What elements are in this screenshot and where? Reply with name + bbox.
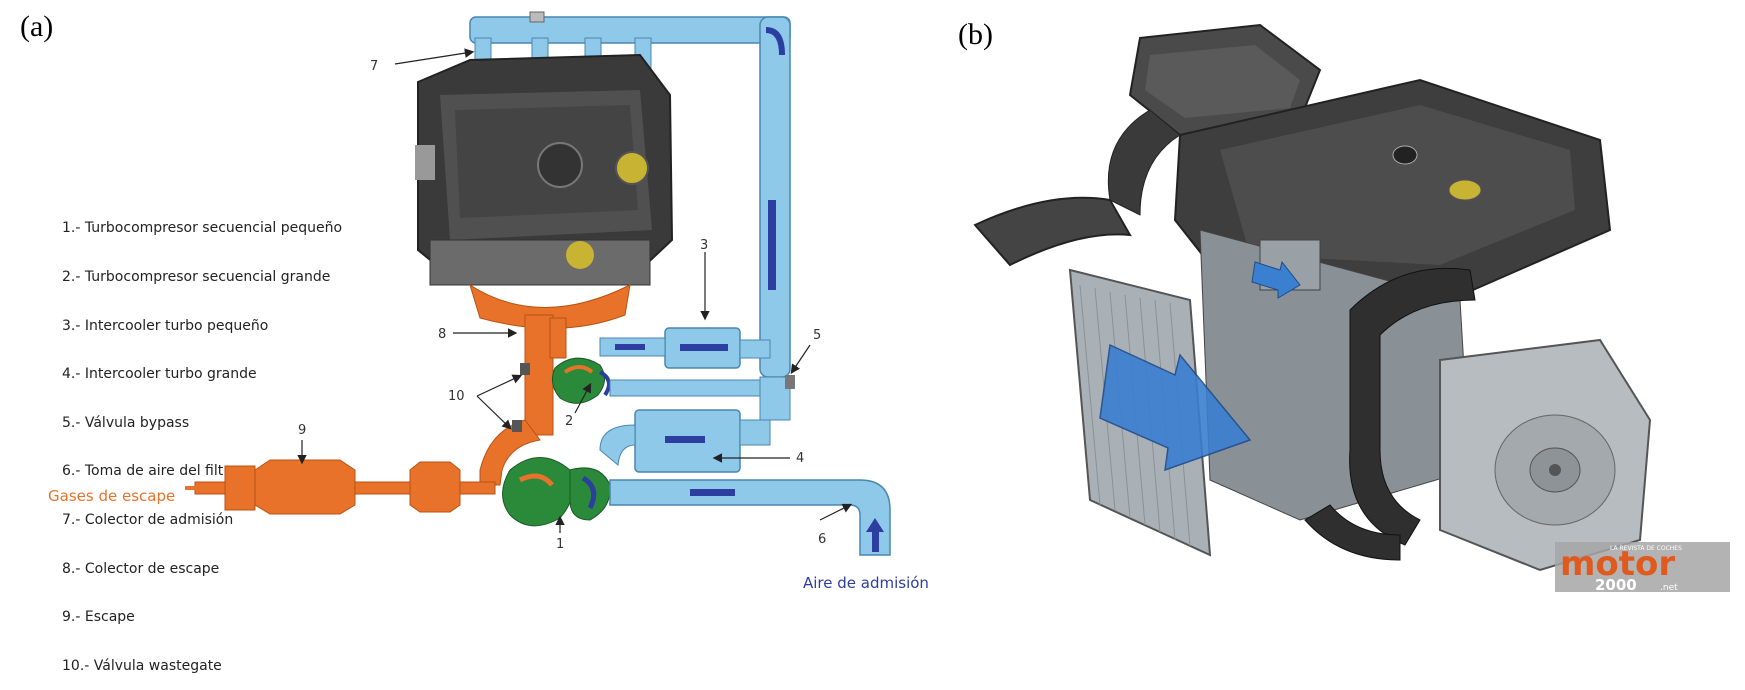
panel-label-a: (a) bbox=[20, 10, 54, 43]
callout-9: 9 bbox=[298, 423, 306, 438]
callout-lines bbox=[297, 48, 853, 533]
wastegate-valve-upper bbox=[520, 363, 530, 375]
turbo-small bbox=[551, 357, 611, 404]
engine-block bbox=[415, 53, 674, 286]
legend-item: 2.- Turbocompresor secuencial grande bbox=[62, 269, 331, 285]
panel-label-b: (b) bbox=[958, 18, 993, 51]
turbo-large bbox=[502, 457, 611, 527]
legend-item: 1.- Turbocompresor secuencial pequeño bbox=[62, 220, 343, 237]
legend-item: 4.- Intercooler turbo grande bbox=[62, 366, 257, 383]
airflow-arrow-icon bbox=[1099, 343, 1252, 472]
airflow-arrow-small-icon bbox=[1251, 260, 1301, 299]
legend-item: 3.- Intercooler turbo pequeño bbox=[62, 317, 269, 334]
callout-8: 8 bbox=[438, 327, 446, 342]
callout-7: 7 bbox=[370, 59, 378, 74]
callout-4: 4 bbox=[796, 451, 804, 466]
intake-air-label: Aire de admisión bbox=[803, 574, 929, 592]
callout-3: 3 bbox=[700, 238, 708, 253]
legend-item: 5.- Válvula bypass bbox=[62, 414, 190, 431]
turbo-schematic: 7 8 3 5 2 4 9 10 6 1 Gases de escape Air… bbox=[48, 11, 1730, 594]
watermark-number: 2000 bbox=[1595, 576, 1637, 594]
callout-6: 6 bbox=[818, 532, 826, 547]
callout-5: 5 bbox=[813, 328, 821, 343]
component-legend: 1.- Turbocompresor secuencial pequeño 2.… bbox=[62, 188, 342, 690]
callout-2: 2 bbox=[565, 414, 573, 429]
wastegate-valve-lower bbox=[512, 420, 522, 432]
callout-10: 10 bbox=[448, 389, 465, 404]
watermark-brand: motor bbox=[1560, 544, 1675, 584]
legend-item: 8.- Colector de escape bbox=[62, 560, 220, 577]
legend-item: 7.- Colector de admisión bbox=[62, 511, 234, 528]
intake-piping bbox=[599, 327, 891, 556]
exhaust-system bbox=[185, 283, 631, 515]
watermark-suffix: .net bbox=[1660, 583, 1678, 593]
watermark-tagline: LA REVISTA DE COCHES bbox=[1610, 545, 1682, 552]
exhaust-gas-label: Gases de escape bbox=[48, 487, 175, 505]
engine-rendering bbox=[973, 23, 1652, 572]
legend-item: 9.- Escape bbox=[62, 609, 135, 626]
motor2000-watermark: motor 2000 .net LA REVISTA DE COCHES bbox=[1555, 542, 1730, 594]
callout-1: 1 bbox=[556, 537, 564, 552]
legend-item: 10.- Válvula wastegate bbox=[62, 657, 222, 674]
